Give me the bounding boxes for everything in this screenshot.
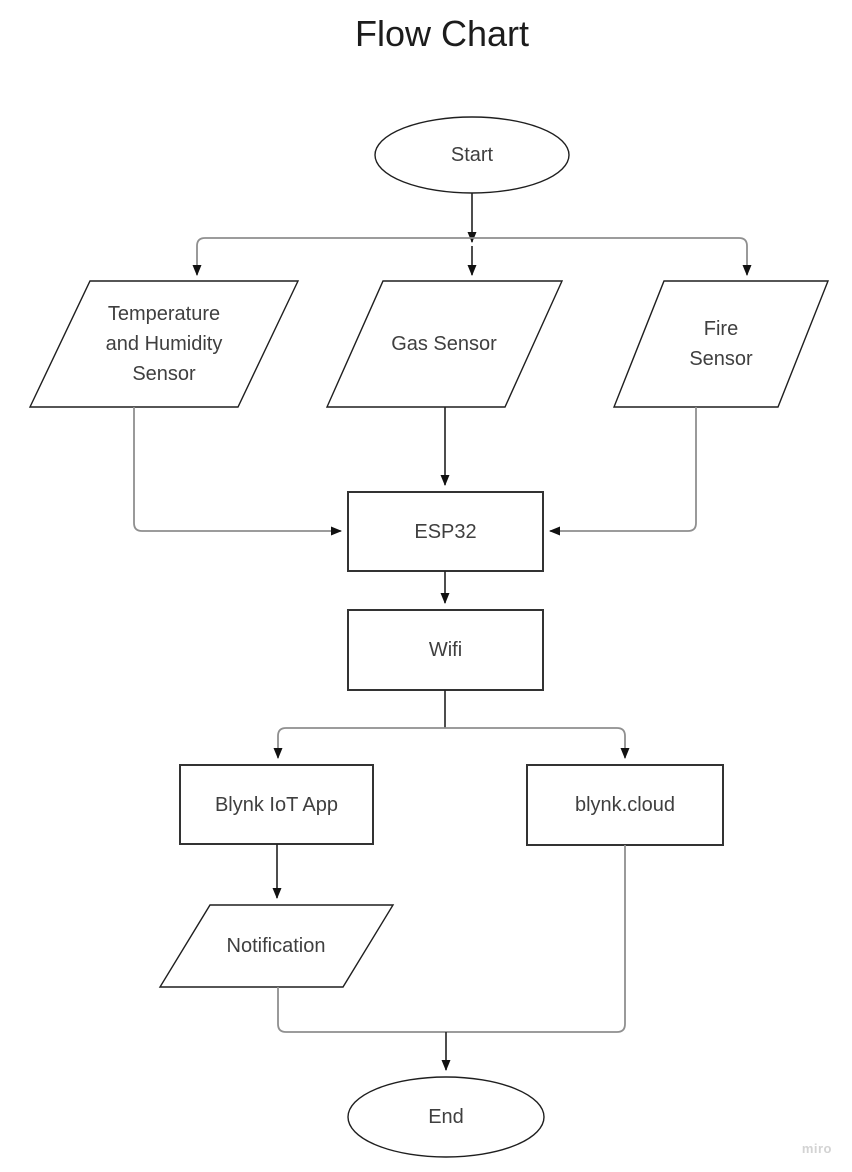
node-blynk-iot-app-shape[interactable] (179, 764, 374, 845)
page-title: Flow Chart (354, 13, 530, 54)
node-end-shape[interactable] (347, 1076, 545, 1158)
connector-wifi-to-blynk-cloud (445, 727, 630, 759)
connector-wifi-to-blynk-iot-app (273, 727, 445, 759)
node-blynk-cloud-shape[interactable] (526, 764, 724, 846)
connector-blynk-cloud-to-merge (446, 845, 626, 1033)
connector-branch-to-temperature-sensor (192, 237, 472, 276)
connector-fire-sensor-to-esp32 (549, 407, 697, 536)
node-gas-sensor-shape[interactable] (325, 280, 564, 408)
node-temperature-humidity-sensor-shape[interactable] (28, 280, 300, 408)
node-start-shape[interactable] (374, 116, 570, 194)
node-fire-sensor-shape[interactable] (612, 280, 830, 408)
node-wifi-shape[interactable] (347, 609, 544, 691)
connector-notification-to-merge (277, 987, 446, 1033)
connector-branch-to-fire-sensor (472, 237, 752, 276)
connector-temperature-sensor-to-esp32 (133, 407, 342, 536)
node-notification-shape[interactable] (158, 904, 395, 988)
miro-watermark[interactable]: miro (801, 1141, 832, 1156)
node-esp32-shape[interactable] (347, 491, 544, 572)
